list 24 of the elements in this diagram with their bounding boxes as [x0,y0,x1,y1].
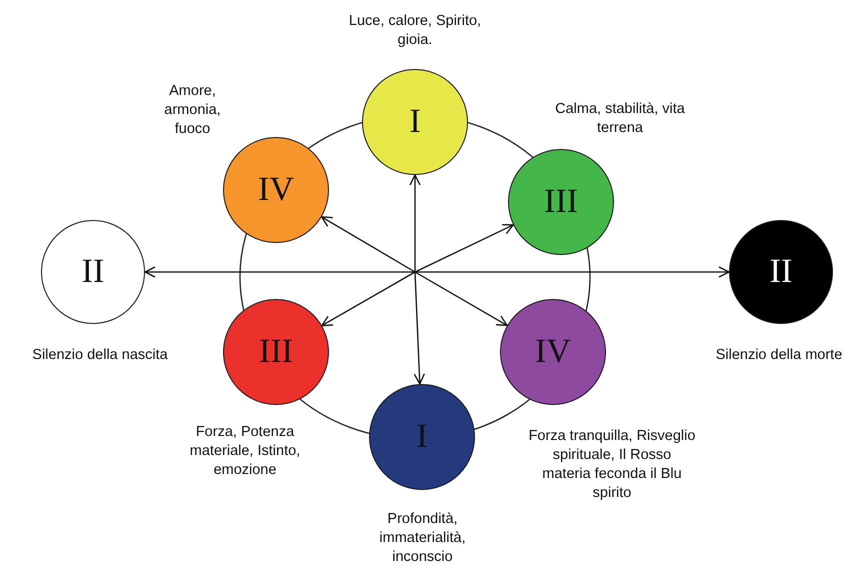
roman-numeral: III [259,335,293,369]
roman-numeral: IV [258,173,294,207]
arrow [415,266,730,278]
color-description: Forza tranquilla, Risveglio spirituale, Il Rosso materia feconda il Blu spirito [528,427,696,503]
arrow [409,174,421,272]
color-description: Calma, stabilità, vita terrena [554,100,686,138]
roman-numeral: II [82,255,104,289]
arrow [144,266,415,278]
color-description: Luce, calore, Spirito, gioia. [348,12,482,50]
arrow [414,224,514,273]
color-description: Silenzio della nascita [31,346,169,365]
roman-numeral: I [409,105,421,139]
roman-numeral: I [416,420,428,454]
color-description: Forza, Potenza materiale, Istinto, emozione [188,423,302,480]
roman-numeral: IV [535,335,571,369]
color-description: Profondità, immaterialità, inconscio [378,510,467,567]
arrow [321,271,416,326]
color-description: Amore, armonia, fuoco [163,82,222,139]
color-description: Silenzio della morte [714,346,844,365]
roman-numeral: III [544,185,578,219]
arrow [414,271,508,326]
arrow [414,272,426,385]
roman-numeral: II [770,255,792,289]
arrow [320,216,416,273]
